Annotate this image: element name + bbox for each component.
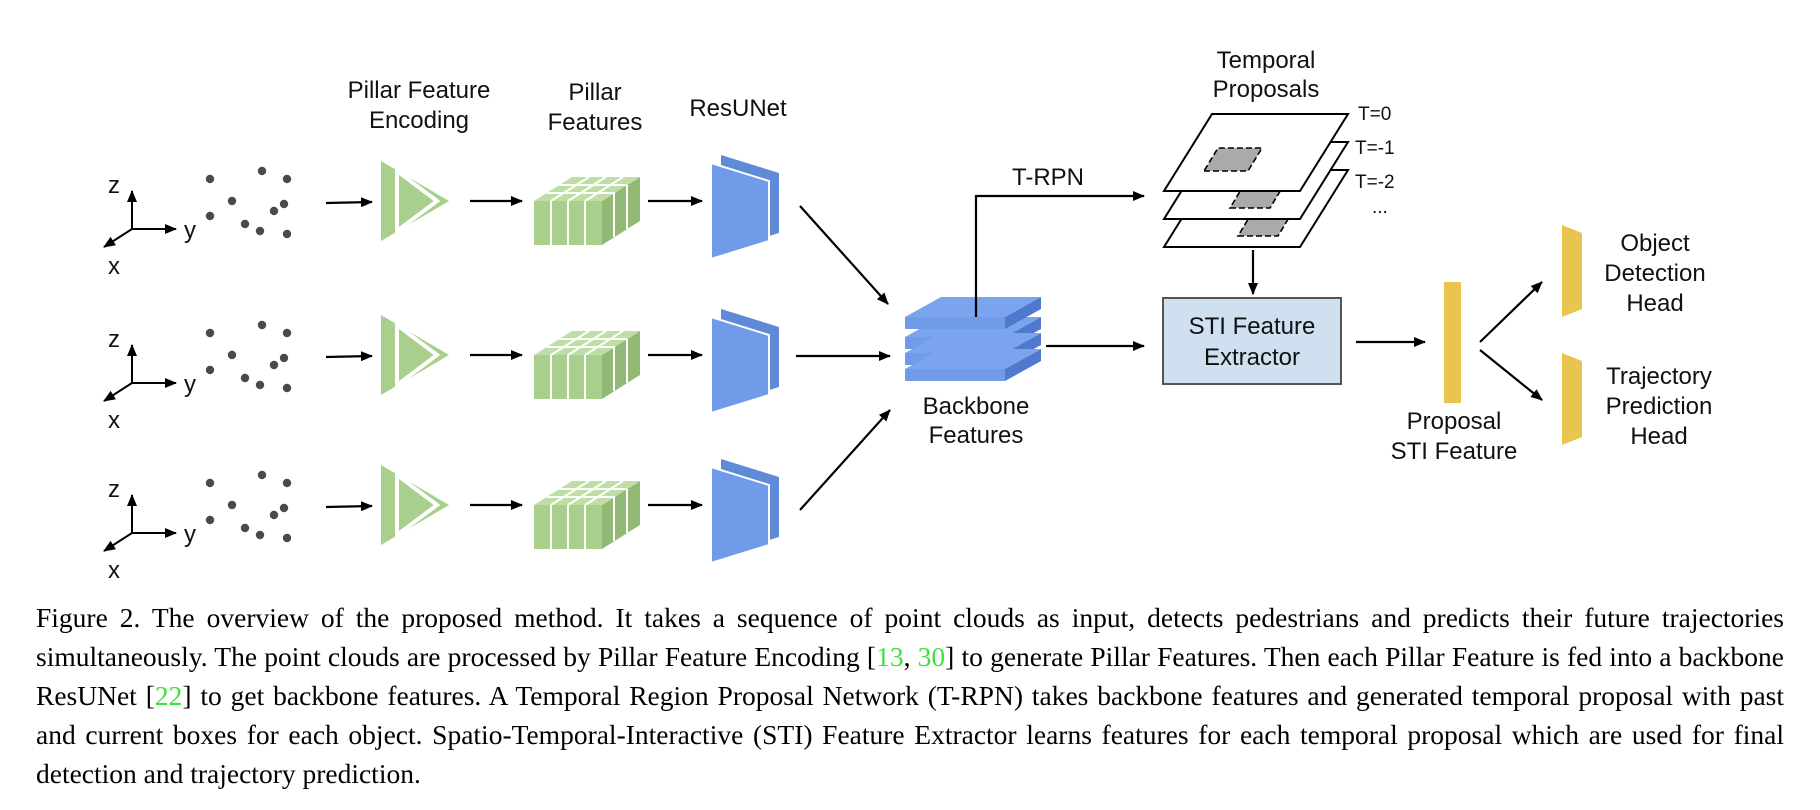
- axis-z-label: z: [108, 476, 120, 503]
- xyz-axes-2: z y x: [104, 326, 196, 434]
- time-label-1: T=-1: [1355, 138, 1395, 159]
- axis-y-label: y: [184, 217, 196, 244]
- xyz-axes-1: z y x: [104, 172, 196, 280]
- object-head-line2: Detection: [1604, 260, 1705, 287]
- citation-link-13[interactable]: 13: [876, 641, 904, 672]
- pillar-features-icon-1: [533, 176, 641, 246]
- axis-y-label: y: [184, 521, 196, 548]
- sti-extractor-line2: Extractor: [1204, 344, 1300, 371]
- caption-separator: ,: [903, 641, 918, 672]
- sti-extractor-box: [1162, 297, 1342, 385]
- temporal-title-line2: Proposals: [1213, 76, 1320, 103]
- citation-link-22[interactable]: 22: [154, 680, 183, 711]
- axis-x-label: x: [108, 557, 120, 584]
- resunet-icon-3: [710, 458, 780, 564]
- pipeline-row-3: z y x: [104, 458, 780, 584]
- proposal-sti-feature-bar: [1444, 282, 1461, 403]
- pillar-encoding-icon-1: [379, 159, 451, 243]
- resunet-title: ResUNet: [689, 95, 787, 122]
- proposal-sti-line2: STI Feature: [1391, 438, 1518, 465]
- xyz-axes-3: z y x: [104, 476, 196, 584]
- trajectory-head-line2: Prediction: [1606, 393, 1713, 420]
- pf-title-line1: Pillar: [568, 79, 621, 106]
- axis-x-label: x: [108, 253, 120, 280]
- pfe-title-line2: Encoding: [369, 107, 469, 134]
- caption-text-2: ] to generate Pillar Features. Then each…: [36, 641, 1785, 711]
- temporal-proposals-icon: [1162, 113, 1350, 248]
- time-label-more: ...: [1372, 197, 1388, 218]
- trajectory-head-icon: [1562, 353, 1582, 445]
- caption-text-3: ] to get backbone features. A Temporal R…: [36, 680, 1784, 789]
- axis-y-label: y: [184, 371, 196, 398]
- sti-extractor-line1: STI Feature: [1189, 313, 1316, 340]
- trpn-label: T-RPN: [1012, 164, 1084, 191]
- point-cloud-2: [205, 320, 292, 393]
- pipeline-row-2: z y x: [104, 308, 780, 434]
- temporal-title-line1: Temporal: [1217, 47, 1316, 74]
- method-overview-diagram: Pillar Feature Encoding Pillar Features …: [0, 47, 1713, 584]
- figure-caption: Figure 2. The overview of the proposed m…: [36, 598, 1784, 793]
- resunet-icon-1: [710, 154, 780, 260]
- object-head-icon: [1562, 225, 1582, 317]
- point-cloud-1: [205, 166, 292, 239]
- point-cloud-3: [205, 470, 292, 543]
- trajectory-head-line3: Head: [1630, 423, 1687, 450]
- pillar-encoding-icon-2: [379, 313, 451, 397]
- time-label-0: T=0: [1358, 104, 1391, 125]
- axis-z-label: z: [108, 172, 120, 199]
- trajectory-head-line1: Trajectory: [1606, 363, 1712, 390]
- pf-title-line2: Features: [548, 109, 643, 136]
- axis-x-label: x: [108, 407, 120, 434]
- time-label-2: T=-2: [1355, 172, 1395, 193]
- backbone-label-line1: Backbone: [923, 393, 1030, 420]
- object-head-line1: Object: [1620, 230, 1690, 257]
- caption-text-1: Figure 2. The overview of the proposed m…: [36, 602, 1784, 672]
- proposal-sti-line1: Proposal: [1407, 408, 1502, 435]
- backbone-label-line2: Features: [929, 422, 1024, 449]
- pillar-features-icon-2: [533, 330, 641, 400]
- object-head-line3: Head: [1626, 290, 1683, 317]
- resunet-icon-2: [710, 308, 780, 414]
- pipeline-row-1: z y x: [104, 154, 780, 280]
- pfe-title-line1: Pillar Feature: [348, 77, 491, 104]
- backbone-features-icon: [905, 297, 1041, 381]
- axis-z-label: z: [108, 326, 120, 353]
- pillar-encoding-icon-3: [379, 463, 451, 547]
- pillar-features-icon-3: [533, 480, 641, 550]
- citation-link-30[interactable]: 30: [917, 641, 946, 672]
